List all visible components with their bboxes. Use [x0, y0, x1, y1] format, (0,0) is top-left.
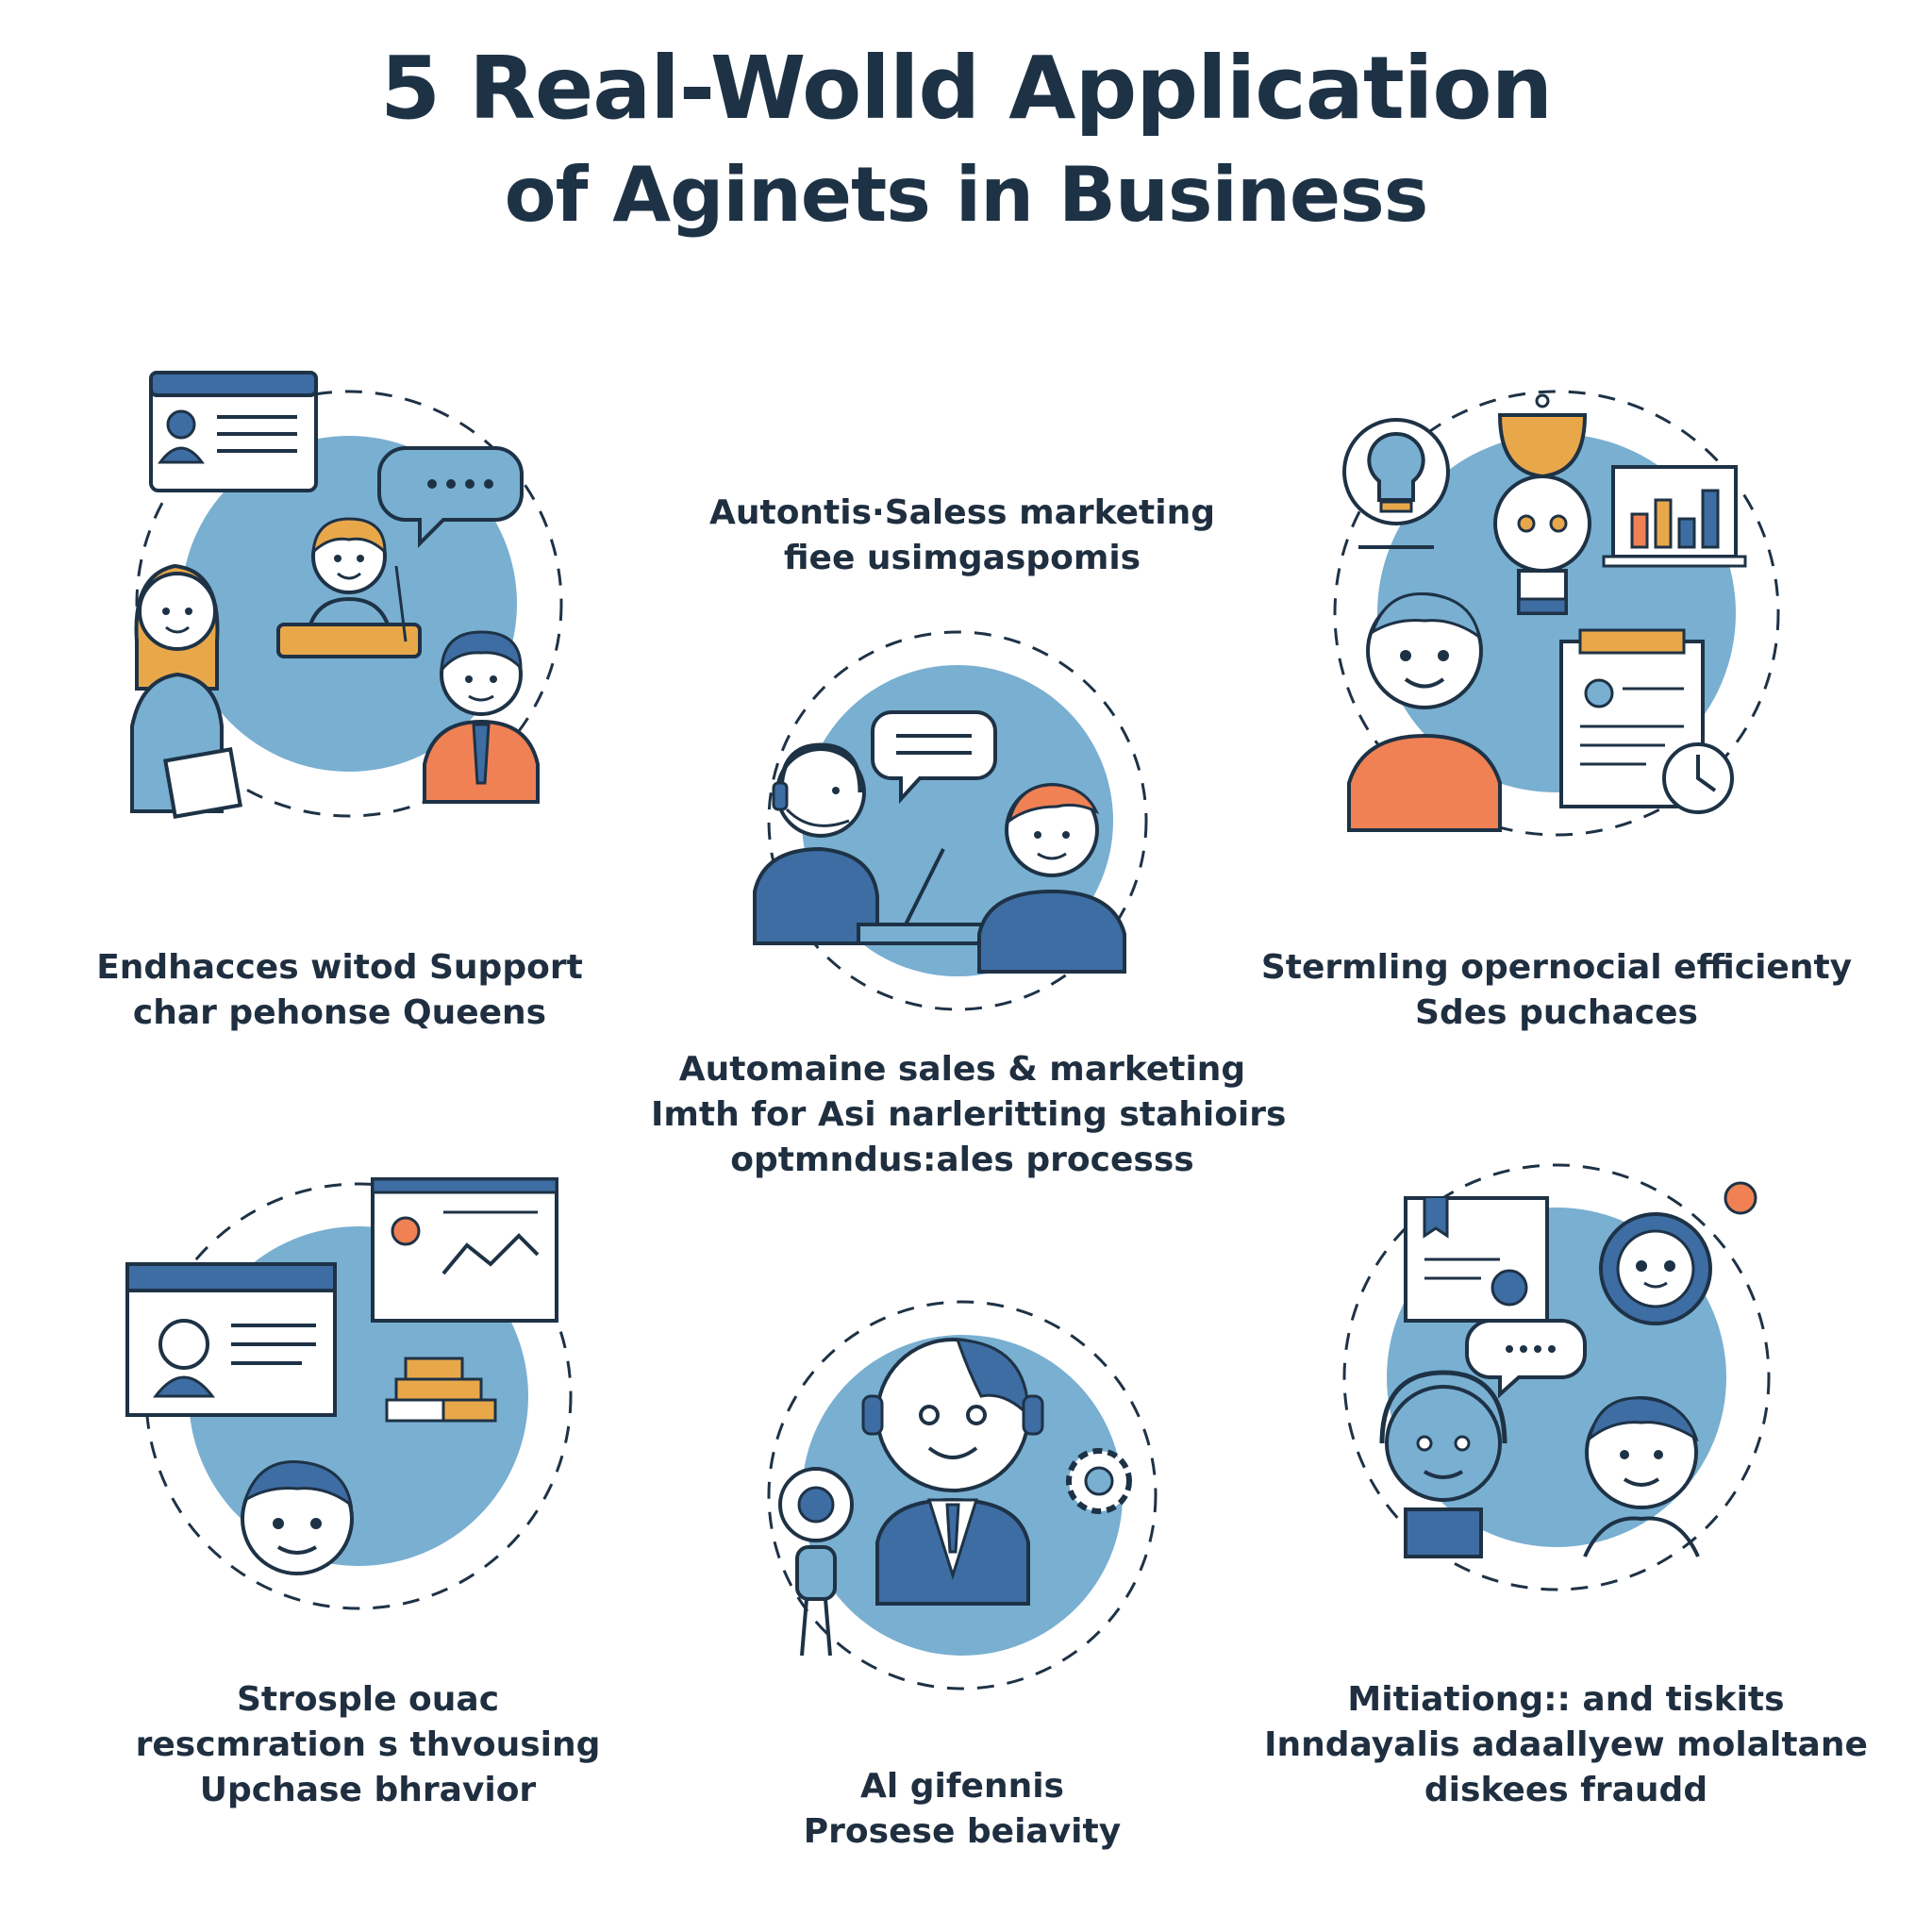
chat-bubble-icon [871, 710, 997, 805]
caption-line: Al gifennis [860, 1767, 1064, 1806]
scene-ai-agent [745, 1292, 1179, 1698]
woman-with-clipboard-icon [130, 563, 242, 819]
robot-small-icon [778, 1467, 854, 1657]
caption-bottom-right: Mitiationg:: and tiskits Inndayalis adaa… [1264, 1677, 1868, 1813]
caption-line: fiee usimgaspomis [783, 539, 1141, 577]
ai-agent-suit-icon [861, 1338, 1044, 1606]
caption-line: Prosese beiavity [803, 1812, 1122, 1851]
businessman-icon [423, 630, 540, 804]
caption-line: diskees fraudd [1424, 1771, 1708, 1809]
caption-line: Inndayalis adaallyew molaltane [1264, 1725, 1868, 1764]
caption-line: Sdes puchaces [1415, 993, 1698, 1032]
caption-line: Upchase bhravior [199, 1771, 537, 1809]
caption-bottom-left: Strosple ouac rescmration s thvousing Up… [104, 1677, 632, 1813]
caption-top-center: Autontis·Saless marketing fiee usimgaspo… [660, 491, 1264, 581]
scene-risk-fraud [1330, 1160, 1783, 1613]
caption-line: Strosple ouac [236, 1680, 500, 1719]
scene-sales-marketing [736, 623, 1170, 1019]
caption-middle-center: Automaine sales & marketing Imth for Asi… [651, 1047, 1287, 1183]
caption-line: Autontis·Saless marketing [709, 493, 1215, 532]
stacked-boxes-icon [385, 1357, 497, 1423]
caption-bottom-center: Al gifennis Prosese beiavity [717, 1764, 1208, 1855]
trophy-icon [1497, 393, 1588, 479]
caption-line: optmndus:ales processs [730, 1141, 1194, 1179]
customer-person-icon [977, 783, 1126, 974]
page-subtitle: of Aginets in Business [504, 151, 1429, 239]
laptop-icon [857, 848, 1002, 945]
robot-icon [1599, 1181, 1757, 1325]
scene-customer-support [130, 358, 585, 830]
lightbulb-icon [1342, 418, 1450, 549]
agent-person-icon [276, 517, 422, 658]
page-title: 5 Real-Wolld Application [379, 38, 1553, 139]
bar-chart-monitor-icon [1602, 465, 1747, 568]
analytics-monitor-icon [371, 1177, 558, 1323]
caption-line: rescmration s thvousing [135, 1725, 601, 1764]
chat-bubble-icon [377, 446, 524, 548]
caption-line: Imth for Asi narleritting stahioirs [651, 1095, 1287, 1134]
person-icon [1347, 592, 1502, 832]
person-icon [1583, 1396, 1700, 1557]
certificate-icon [1404, 1196, 1549, 1323]
headset-agent-icon [753, 742, 879, 945]
robot-icon [1493, 475, 1591, 615]
profile-card-icon [125, 1262, 337, 1417]
scene-operational-efficiency [1321, 377, 1792, 849]
scene-recommendations [123, 1170, 585, 1623]
caption-line: Automaine sales & marketing [678, 1050, 1246, 1089]
document-icon [1559, 628, 1705, 808]
caption-line: Mitiationg:: and tiskits [1347, 1680, 1785, 1719]
profile-card-icon [149, 371, 318, 492]
headset-robot-icon [1379, 1370, 1507, 1558]
caption-line: char pehonse Queens [132, 993, 547, 1032]
chat-bubble-icon [1465, 1319, 1587, 1399]
person-icon [241, 1460, 354, 1575]
caption-line: Endhacces witod Support [96, 948, 583, 987]
gear-icon [1066, 1448, 1132, 1514]
caption-top-left: Endhacces witod Support char pehonse Que… [75, 945, 604, 1036]
caption-top-right: Stermling opernocial efficienty Sdes puc… [1255, 945, 1858, 1036]
caption-line: Stermling opernocial efficienty [1260, 948, 1853, 987]
clock-icon [1662, 742, 1734, 814]
